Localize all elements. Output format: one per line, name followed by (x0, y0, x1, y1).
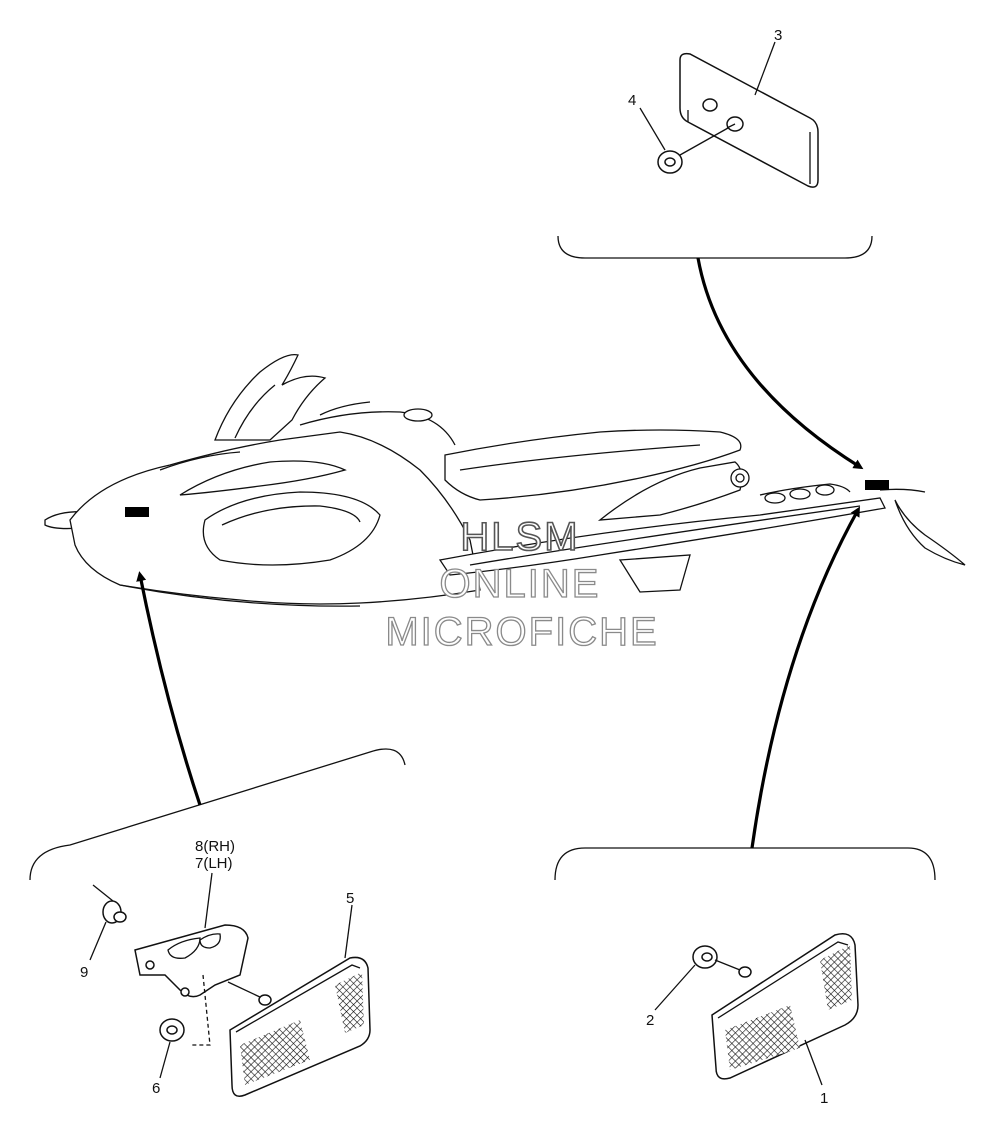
bottom-left-panel-frame (29, 748, 406, 881)
watermark-line-3: MICROFICHE (385, 610, 658, 654)
top-panel-frame (557, 235, 873, 259)
rear-reflector-mark (865, 480, 889, 490)
part-5-front-reflector (227, 956, 371, 1097)
callout-9: 9 (80, 964, 88, 981)
part-7-8-bracket (134, 924, 249, 1046)
callout-4: 4 (628, 92, 636, 109)
leader-3 (754, 41, 776, 96)
part-2-nut (692, 945, 752, 978)
part-1-rear-reflector (711, 933, 859, 1080)
leader-1 (804, 1039, 823, 1086)
bottom-right-panel-frame (554, 847, 936, 881)
callout-6: 6 (152, 1080, 160, 1097)
leader-4 (639, 107, 666, 151)
leader-6 (159, 1041, 171, 1079)
part-9-rivet (92, 884, 127, 924)
snowmobile-outline (44, 353, 966, 607)
arrow-top-to-rear (696, 257, 864, 470)
callout-5: 5 (346, 890, 354, 907)
leader-9 (89, 921, 107, 961)
watermark-line-1: HLSM (460, 515, 579, 559)
callout-1: 1 (820, 1090, 828, 1107)
callout-8-rh: 8(RH) (195, 838, 235, 855)
part-4-nut (657, 127, 729, 174)
part-3-rear-reflector (679, 52, 819, 188)
front-reflector-mark (125, 507, 149, 517)
callout-3: 3 (774, 27, 782, 44)
watermark-line-2: ONLINE (440, 562, 601, 606)
callout-2: 2 (646, 1012, 654, 1029)
part-6-nut (159, 1018, 185, 1042)
arrow-left-to-front (136, 571, 202, 806)
leader-7-8 (204, 872, 213, 929)
leader-5 (344, 904, 353, 959)
arrow-right-to-rear (750, 506, 860, 849)
leader-2 (654, 964, 696, 1011)
callout-7-lh: 7(LH) (195, 855, 233, 872)
